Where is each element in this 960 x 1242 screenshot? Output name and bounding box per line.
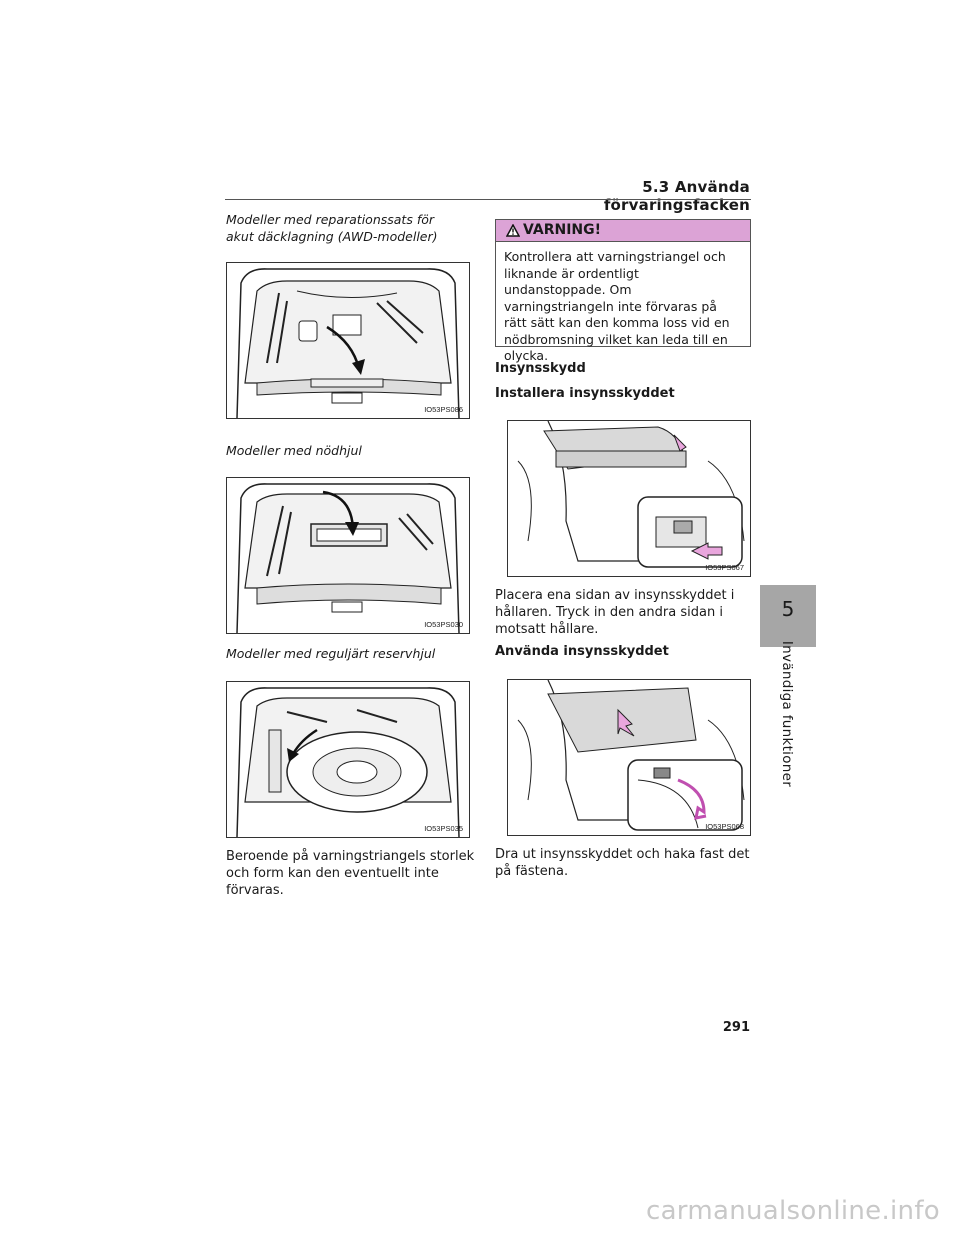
warning-header: VARNING!	[496, 220, 750, 242]
figure-trunk-emergency-wheel: IO53PS030	[226, 477, 470, 634]
watermark: carmanualsonline.info	[645, 1196, 940, 1226]
figure-code: IO53PS030	[424, 620, 463, 629]
warning-title: VARNING!	[523, 222, 602, 238]
chapter-tab	[760, 585, 816, 647]
header-divider	[225, 199, 751, 200]
heading-tonneau-cover: Insynsskydd	[495, 361, 586, 376]
chapter-label: Invändiga funktioner	[779, 640, 795, 788]
trunk-repair-kit-illustration	[236, 268, 460, 418]
page-number: 291	[722, 1020, 750, 1035]
caption-regular-spare: Modeller med reguljärt reservhjul	[226, 646, 436, 661]
figure-code: IO53PS067	[705, 563, 744, 572]
figure-trunk-repair-kit: IO53PS086	[226, 262, 470, 419]
heading-use-cover: Använda insynsskyddet	[495, 644, 669, 659]
install-instructions: Placera ena sidan av insynsskyddet i hål…	[495, 588, 735, 637]
use-cover-illustration	[517, 680, 745, 831]
warning-text: Kontrollera att varningstriangel och lik…	[504, 249, 730, 363]
figure-use-cover: IO53PS068	[507, 679, 751, 836]
section-title: 5.3 Använda förvaringsfacken	[603, 178, 750, 214]
figure-code: IO53PS035	[424, 824, 463, 833]
figure-code: IO53PS086	[424, 405, 463, 414]
heading-install-cover: Installera insynsskyddet	[495, 386, 675, 401]
figure-code: IO53PS068	[705, 822, 744, 831]
trunk-regular-spare-illustration	[236, 687, 460, 837]
chapter-number: 5	[781, 597, 795, 621]
warning-box: VARNING! Kontrollera att varningstriange…	[495, 219, 751, 363]
use-instructions: Dra ut insynsskyddet och haka fast det p…	[495, 847, 750, 879]
storage-note: Beroende på varningstriangels storlek oc…	[226, 849, 475, 898]
figure-install-cover: IO53PS067	[507, 420, 751, 577]
caption-awd-repair-kit: Modeller med reparationssats för akut dä…	[226, 212, 438, 244]
install-cover-illustration	[517, 421, 745, 568]
trunk-emergency-wheel-illustration	[236, 483, 460, 633]
caption-emergency-wheel: Modeller med nödhjul	[226, 443, 362, 458]
warning-triangle-icon	[506, 224, 520, 237]
figure-trunk-regular-spare: IO53PS035	[226, 681, 470, 838]
